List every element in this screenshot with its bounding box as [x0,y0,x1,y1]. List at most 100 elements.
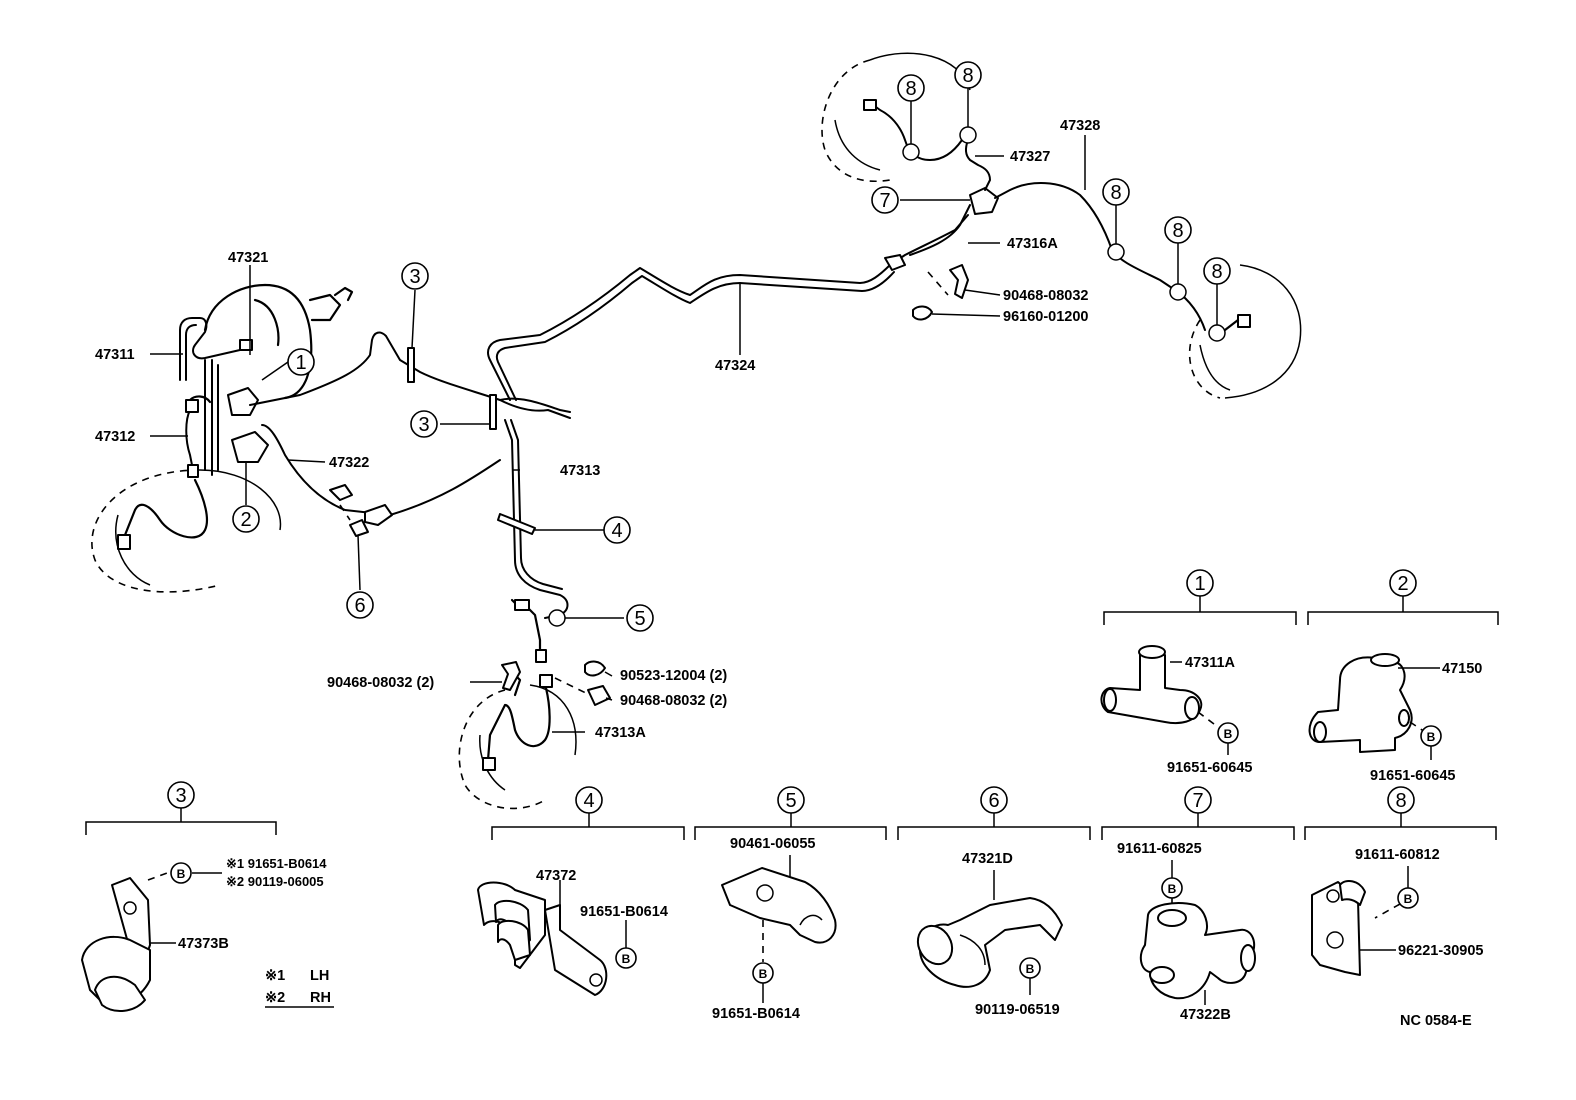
svg-text:91611-60825: 91611-60825 [1117,841,1202,857]
svg-text:90461-06055: 90461-06055 [730,836,815,852]
front-left-flex-hose [117,395,212,550]
detail-8: 8 91611-60812 B 96221-30905 [1304,786,1497,976]
label-47313: 47313 [560,463,600,479]
svg-text:4: 4 [583,790,594,812]
svg-text:1: 1 [295,352,306,374]
svg-text:4: 4 [611,520,622,542]
svg-text:※1: ※1 [265,968,285,984]
svg-text:※2 90119-06005: ※2 90119-06005 [226,874,324,889]
label-47316a: 47316A [1007,236,1058,252]
detail-3: 3 B ※1 91651-B0614 ※2 90119-06005 47373B [81,781,327,1012]
svg-text:47321D: 47321D [962,851,1013,867]
svg-text:RH: RH [310,990,331,1006]
leader-lines [150,88,1218,733]
detail-6: 6 47321D B 90119-06519 [897,786,1091,1018]
front-left-brake-disc [91,469,282,593]
main-brake-line-47324 [487,214,969,413]
diagram-code: NC 0584-E [1400,1013,1472,1029]
master-cylinder-lines [179,317,571,516]
svg-text:91651-60645: 91651-60645 [1370,768,1455,784]
callout-8d: 8 [1164,216,1192,244]
svg-text:91651-B0614: 91651-B0614 [580,904,668,920]
label-47311: 47311 [95,347,135,363]
svg-text:※1 91651-B0614: ※1 91651-B0614 [226,856,327,871]
label-90523-12004: 90523-12004 (2) [620,668,727,684]
dash-link [927,271,949,296]
callout-2: 2 [232,505,260,533]
svg-text:8: 8 [905,78,916,100]
detail-4: 4 47372 91651-B0614 B [477,786,685,996]
svg-text:90119-06519: 90119-06519 [975,1002,1060,1018]
callout-8b: 8 [954,61,982,89]
svg-text:2: 2 [1397,573,1408,595]
callout-3b: 3 [410,410,438,438]
svg-text:5: 5 [785,790,796,812]
svg-text:B: B [622,952,631,966]
label-90468-08032-2b: 90468-08032 (2) [620,693,727,709]
lh-rh-legend: ※1 LH ※2 RH [265,968,334,1008]
label-47312: 47312 [95,429,135,445]
svg-text:6: 6 [354,595,365,617]
rear-right-brake-drum [1188,264,1302,399]
label-96160-01200: 96160-01200 [1003,309,1088,325]
svg-text:8: 8 [1211,261,1222,283]
svg-text:B: B [1427,730,1436,744]
svg-text:8: 8 [1110,182,1121,204]
svg-text:3: 3 [409,266,420,288]
front-right-brake-disc [458,684,577,810]
callout-8e: 8 [1203,257,1231,285]
svg-text:91651-60645: 91651-60645 [1167,760,1252,776]
svg-text:5: 5 [634,608,645,630]
detail-1: 1 47311A B 91651-60645 [1100,569,1297,776]
svg-text:B: B [759,967,768,981]
front-right-flex-hose [482,668,553,771]
detail-2: 2 47150 B 91651-60645 [1307,569,1499,784]
callout-8c: 8 [1102,178,1130,206]
dash-link-2 [554,677,591,696]
svg-text:3: 3 [418,414,429,436]
svg-text:47150: 47150 [1442,661,1482,677]
svg-text:7: 7 [1192,790,1203,812]
label-47327: 47327 [1010,149,1050,165]
svg-text:※2: ※2 [265,990,285,1006]
svg-text:3: 3 [175,785,186,807]
svg-text:7: 7 [879,190,890,212]
label-47313a: 47313A [595,725,646,741]
svg-text:47372: 47372 [536,868,576,884]
svg-text:47373B: 47373B [178,936,229,952]
svg-text:2: 2 [240,509,251,531]
label-47322: 47322 [329,455,369,471]
callout-6: 6 [346,591,374,619]
svg-text:B: B [1168,882,1177,896]
svg-text:B: B [1224,727,1233,741]
callout-4: 4 [603,516,631,544]
svg-text:91611-60812: 91611-60812 [1355,847,1440,863]
line-47313 [504,419,569,663]
label-47328: 47328 [1060,118,1100,134]
callout-7: 7 [871,186,899,214]
rear-left-brake-drum [821,52,971,182]
line-clamps [329,254,969,706]
svg-text:8: 8 [962,65,973,87]
svg-text:B: B [1026,962,1035,976]
callout-5: 5 [626,604,654,632]
svg-text:91651-B0614: 91651-B0614 [712,1006,800,1022]
svg-text:B: B [177,867,186,881]
callout-3a: 3 [401,262,429,290]
label-47321: 47321 [228,250,268,266]
svg-text:8: 8 [1172,220,1183,242]
detail-7: 7 91611-60825 B 47322B [1101,786,1295,1023]
svg-text:1: 1 [1194,573,1205,595]
dash-link-3 [339,504,351,521]
callout-8a: 8 [897,74,925,102]
detail-5: 5 90461-06055 B 91651-B0614 [694,786,887,1022]
svg-text:47311A: 47311A [1185,655,1236,671]
svg-text:47322B: 47322B [1180,1007,1231,1023]
svg-text:6: 6 [988,790,999,812]
label-47324: 47324 [715,358,755,374]
label-90468-08032-2a: 90468-08032 (2) [327,675,434,691]
callout-1: 1 [287,348,315,376]
svg-text:8: 8 [1395,790,1406,812]
